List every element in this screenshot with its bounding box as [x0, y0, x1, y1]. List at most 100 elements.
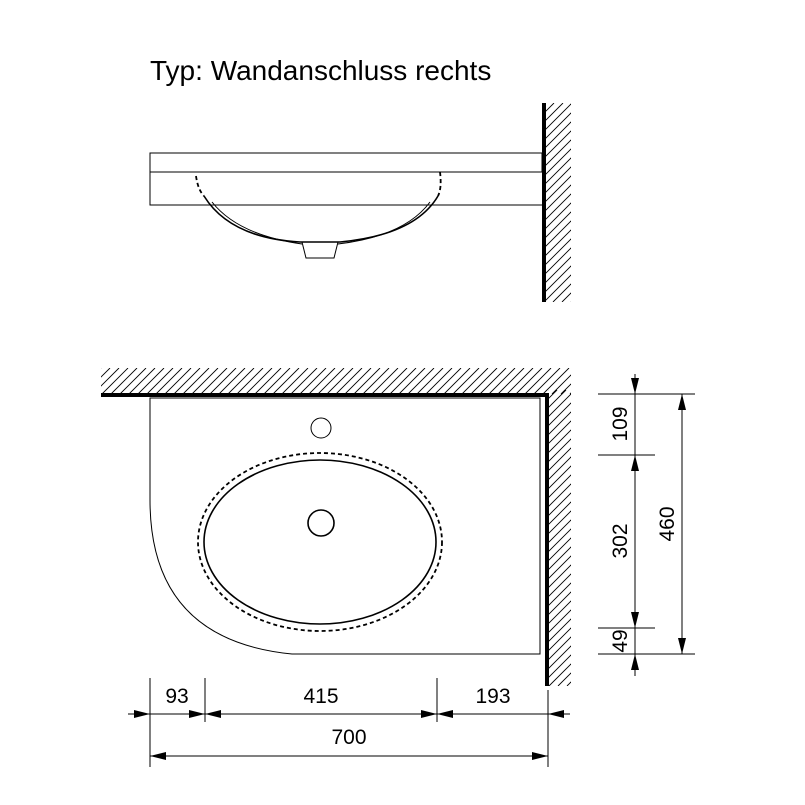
- hatch-line: [545, 274, 571, 302]
- hatch-line: [101, 368, 102, 369]
- hatch-line: [425, 368, 453, 394]
- hatch-line: [548, 600, 571, 625]
- hatch-line: [625, 103, 805, 302]
- side-view: [149, 103, 805, 302]
- hatch-line: [769, 103, 805, 302]
- hatch-line: [119, 368, 147, 394]
- hatch-line: [545, 238, 571, 266]
- hatch-line: [380, 368, 408, 394]
- basin-hidden-edge: [197, 452, 443, 632]
- hatch-line: [545, 103, 564, 122]
- arrow-109-top: [631, 378, 639, 394]
- hatch-line: [506, 368, 534, 394]
- arrow-49-bottom: [631, 654, 639, 670]
- hatch-line: [670, 103, 805, 302]
- hatch-line: [545, 202, 571, 230]
- arrow-415-left: [205, 710, 221, 718]
- hatch-line: [443, 368, 471, 394]
- wall-edge-line: [101, 393, 549, 686]
- hatch-line: [579, 368, 605, 394]
- hatch-line: [756, 390, 805, 686]
- hatch-line: [290, 368, 318, 394]
- arrow-total-right: [532, 752, 548, 760]
- drain-hole: [307, 509, 335, 537]
- hatch-line: [603, 390, 805, 686]
- hatch-line: [407, 368, 435, 394]
- hatch-line: [792, 390, 805, 686]
- hatch-line: [398, 368, 426, 394]
- hatch-line: [452, 368, 480, 394]
- hatch-line: [524, 368, 552, 394]
- hatch-line: [245, 368, 273, 394]
- hatch-line: [335, 368, 363, 394]
- hatch-line: [461, 368, 489, 394]
- hatch-line: [545, 112, 571, 140]
- basin-bowl: [203, 459, 437, 625]
- hatch-line: [299, 368, 327, 394]
- hatch-line: [497, 368, 525, 394]
- hatch-line: [101, 368, 111, 378]
- hatch-line: [607, 103, 805, 302]
- hatch-line: [263, 368, 291, 394]
- hatch-line: [652, 103, 805, 302]
- hatch-line: [552, 283, 571, 302]
- hatch-line: [545, 229, 571, 257]
- dim-label-49: 49: [609, 629, 632, 652]
- hatch-line: [679, 103, 805, 302]
- arrow-93-left: [134, 710, 150, 718]
- hatch-line: [548, 555, 571, 580]
- horizontal-dimensions: 93 415 193 700: [128, 678, 570, 767]
- dim-label-415: 415: [303, 685, 338, 708]
- hatch-line: [218, 368, 246, 394]
- hatch-line: [545, 193, 571, 221]
- hatch-line: [137, 368, 165, 394]
- hatch-line: [616, 103, 805, 302]
- hatch-line: [545, 103, 555, 113]
- hatch-line: [128, 368, 156, 394]
- hatch-line: [661, 103, 805, 302]
- hatch-line: [733, 103, 805, 302]
- side-view-drain: [301, 241, 339, 259]
- hatch-line: [612, 390, 805, 686]
- hatch-line: [548, 447, 571, 472]
- hatch-line: [588, 368, 614, 394]
- hatch-line: [545, 148, 571, 176]
- hatch-line: [742, 103, 805, 302]
- hatch-line: [281, 368, 309, 394]
- hatch-line: [236, 368, 264, 394]
- hatch-line: [774, 390, 805, 686]
- arrow-total-left: [150, 752, 166, 760]
- hatch-line: [545, 220, 571, 248]
- side-view-slab-front: [149, 172, 542, 206]
- hatch-line: [702, 390, 805, 686]
- hatch-line: [693, 390, 805, 686]
- hatch-line: [643, 103, 805, 302]
- dim-label-302: 302: [609, 523, 632, 558]
- hatch-line: [548, 609, 571, 634]
- hatch-line: [548, 528, 571, 553]
- hatch-line: [697, 103, 805, 302]
- dim-label-93: 93: [165, 685, 188, 708]
- hatch-line: [569, 392, 571, 394]
- hatch-line: [801, 390, 805, 686]
- hatch-line: [191, 368, 219, 394]
- faucet-hole: [310, 417, 332, 439]
- hatch-line: [675, 390, 805, 686]
- hatch-line: [548, 393, 571, 418]
- arrow-415-right: [421, 710, 437, 718]
- hatch-line: [688, 103, 805, 302]
- hatch-line: [760, 103, 805, 302]
- hatch-line: [545, 130, 571, 158]
- side-view-bowl-inner-left: [211, 201, 303, 245]
- arrow-193-right: [548, 710, 564, 718]
- hatch-line: [684, 390, 805, 686]
- hatch-line: [548, 627, 571, 652]
- side-view-countertop: [149, 152, 543, 173]
- hatch-line: [598, 103, 797, 302]
- hatch-line: [545, 256, 571, 284]
- arrow-302-top: [631, 455, 639, 471]
- hatch-line: [548, 519, 571, 544]
- side-view-bowl-outer: [203, 195, 439, 243]
- hatch-line: [542, 368, 570, 394]
